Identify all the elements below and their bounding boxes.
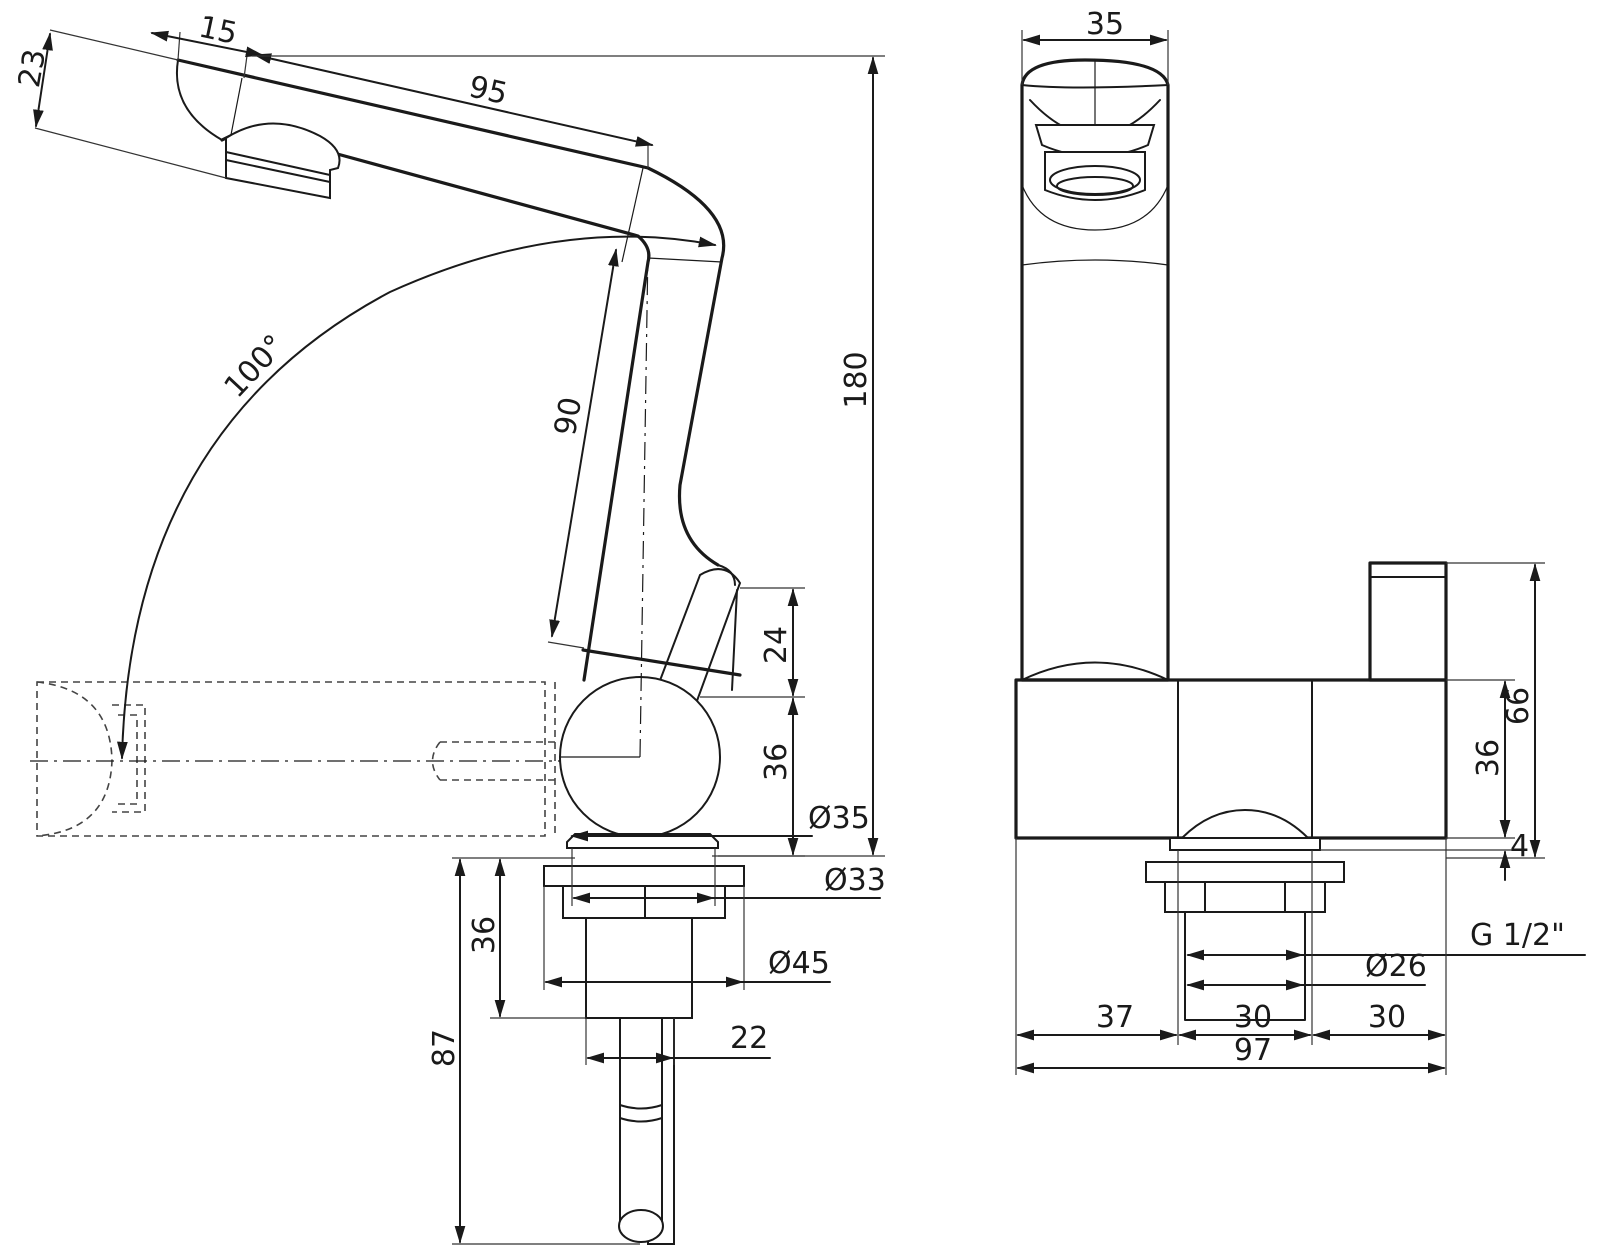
- dim-23: 23: [12, 29, 227, 179]
- dim-87: 87: [427, 857, 640, 1245]
- dim-36-lower: 36: [467, 857, 586, 1019]
- side-view: 23 15 95 100° 90 180: [12, 10, 886, 1245]
- front-view: 35 66 36 4 G 1/2": [1014, 7, 1586, 1075]
- label-30a: 30: [1234, 1000, 1272, 1035]
- label-d45: Ø45: [768, 946, 830, 981]
- label-15: 15: [196, 10, 241, 52]
- dim-g12: G 1/2": [1186, 918, 1586, 961]
- base-fittings: [543, 833, 745, 1245]
- dim-d45: Ø45: [543, 886, 831, 990]
- dim-15: 15: [150, 10, 264, 79]
- dim-24: 24: [700, 587, 805, 698]
- dim-22: 22: [585, 1018, 771, 1065]
- label-4: 4: [1510, 829, 1529, 864]
- label-37: 37: [1096, 1000, 1134, 1035]
- rotation-arc: [117, 235, 717, 760]
- label-23: 23: [12, 47, 53, 91]
- label-36-upper: 36: [759, 743, 794, 781]
- dim-37-30-30: 37 30 30: [1015, 838, 1447, 1075]
- dim-d33: Ø33: [571, 848, 886, 906]
- dim-36-front: 36: [1446, 679, 1515, 839]
- label-66: 66: [1501, 687, 1536, 725]
- label-24: 24: [759, 626, 794, 664]
- dim-95: 95: [253, 53, 654, 168]
- dim-4: 4: [1320, 811, 1529, 881]
- front-column: [1020, 58, 1170, 682]
- aerator: [225, 122, 341, 200]
- dim-90: 90: [547, 248, 619, 649]
- dim-d26: Ø26: [1186, 949, 1427, 991]
- spout-rotated-outline: [30, 681, 650, 837]
- label-30b: 30: [1368, 1000, 1406, 1035]
- label-90: 90: [548, 395, 589, 439]
- label-22: 22: [730, 1021, 768, 1056]
- label-97: 97: [1234, 1033, 1272, 1068]
- dim-97: 97: [1016, 1033, 1446, 1074]
- label-87: 87: [427, 1029, 462, 1067]
- label-d26: Ø26: [1365, 949, 1427, 984]
- label-d33: Ø33: [824, 863, 886, 898]
- label-36-front: 36: [1471, 739, 1506, 777]
- dim-66: 66: [1446, 562, 1545, 859]
- dim-35: 35: [1021, 7, 1169, 85]
- dim-d35: Ø35: [570, 801, 870, 842]
- label-g12: G 1/2": [1470, 918, 1565, 953]
- label-36-lower: 36: [467, 916, 502, 954]
- label-180: 180: [839, 351, 874, 408]
- label-35: 35: [1086, 7, 1124, 42]
- dim-180: 180: [252, 55, 885, 857]
- front-fittings: [1145, 808, 1345, 1021]
- front-base: [1014, 561, 1448, 840]
- label-95: 95: [466, 69, 511, 112]
- dim-36-upper: 36: [718, 697, 805, 857]
- label-d35: Ø35: [808, 801, 870, 836]
